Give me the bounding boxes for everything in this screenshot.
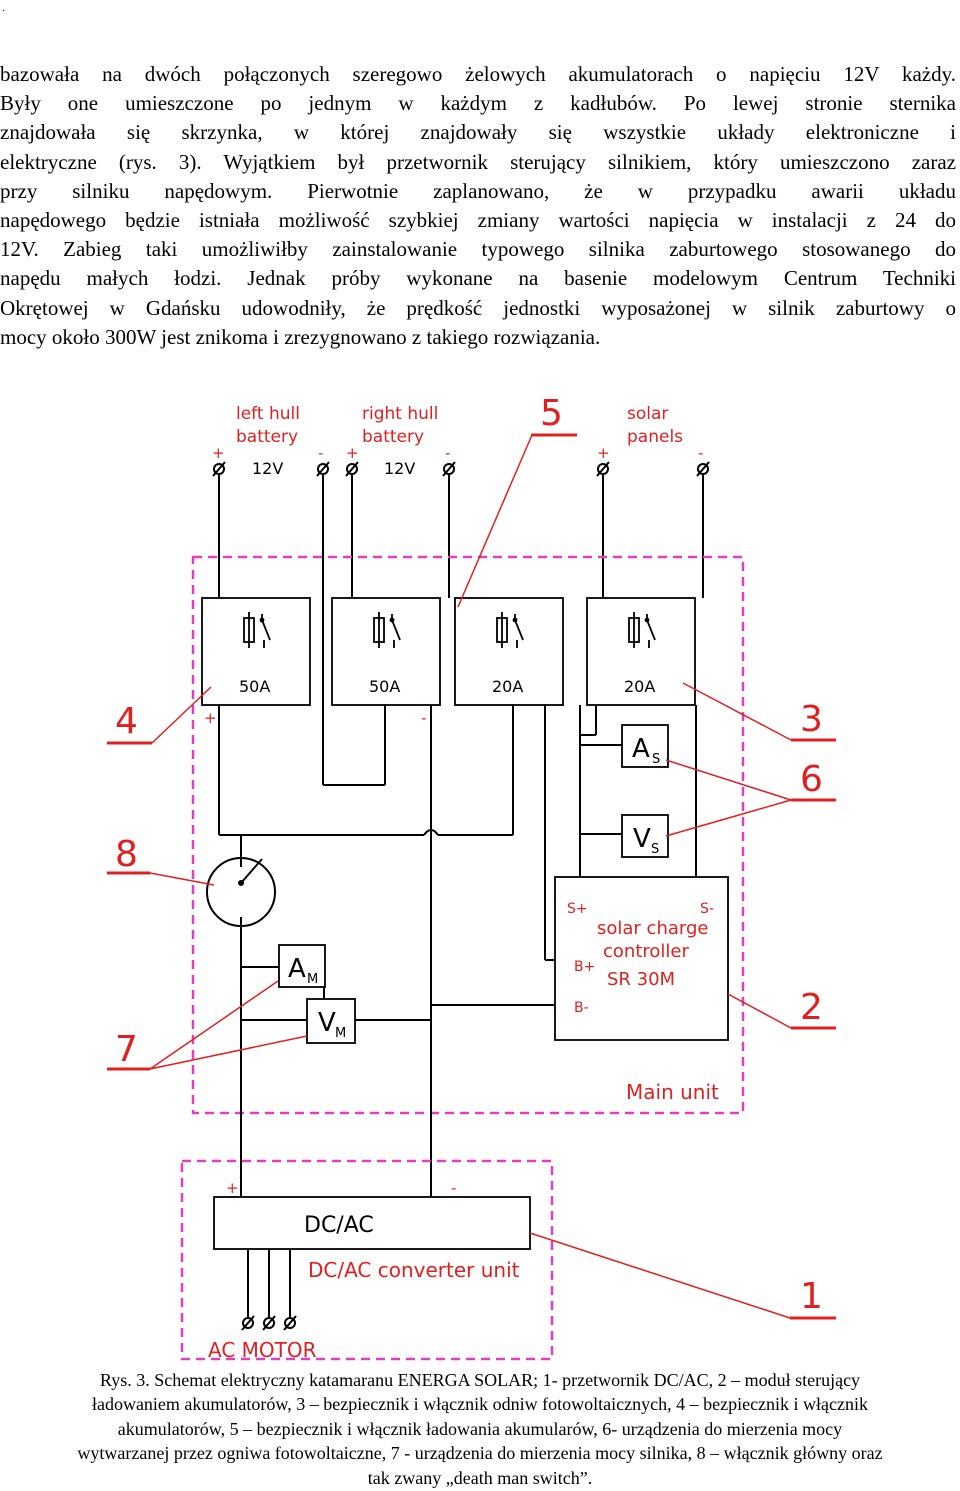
controller-title-line2: controller [603, 941, 689, 962]
page-marker: . [2, 0, 5, 14]
ammeter-solar [621, 724, 669, 768]
callout-number: 1 [800, 1276, 823, 1317]
paragraph-line: przy silniku napędowym. Pierwotnie zapla… [0, 178, 956, 203]
fuse-switch-box [201, 597, 311, 706]
caption-line: wytwarzanej przez ogniwa fotowoltaiczne,… [77, 1443, 883, 1464]
terminal-icon [212, 461, 226, 477]
controller-model: SR 30M [607, 969, 675, 990]
body-paragraph: bazowała na dwóch połączonych szeregowo … [0, 60, 956, 352]
left-hull-label-line2: battery [236, 427, 298, 447]
converter-unit-label: DC/AC converter unit [308, 1258, 520, 1282]
converter-minus: - [451, 1179, 456, 1197]
paragraph-line: napędu małych łodzi. Jednak próby wykona… [0, 266, 956, 291]
callout-number: 6 [800, 759, 823, 800]
paragraph-line: Były one umieszczone po jednym w każdym … [0, 91, 956, 116]
fuse-switch-icon [628, 612, 656, 648]
caption-line: akumulatorów, 5 – bezpiecznik i włącznik… [117, 1418, 843, 1439]
internal-wiring [218, 705, 697, 1175]
fuse-rating: 50A [239, 677, 270, 696]
left-battery-minus: - [318, 444, 323, 462]
meter-subscript: S [651, 842, 659, 857]
callout-number: 4 [115, 701, 138, 742]
meter-main-letter: A [632, 734, 650, 764]
fuse-switch-icon [243, 612, 271, 648]
terminal-icon [241, 1315, 255, 1331]
terminal-icon [596, 461, 610, 477]
callout-number: 3 [800, 699, 823, 740]
paragraph-line: bazowała na dwóch połączonych szeregowo … [0, 62, 956, 86]
right-battery-minus: - [445, 444, 450, 462]
controller-b-plus: B+ [574, 959, 595, 975]
right-hull-label-line2: battery [362, 427, 424, 447]
fuse-rating: 20A [492, 677, 523, 696]
fuse-switch-box [586, 597, 696, 706]
solar-plus: + [597, 444, 610, 462]
voltmeter-motor [306, 998, 356, 1044]
caption-line: tak zwany „death man switch”. [367, 1467, 593, 1488]
fuse-rating: 20A [624, 677, 655, 696]
fuse-rating: 50A [369, 677, 400, 696]
main-minus-sign: - [421, 709, 426, 727]
caption-line: Rys. 3. Schemat elektryczny katamaranu E… [99, 1370, 861, 1390]
callout-leaders [149, 434, 792, 1319]
solar-minus: - [698, 444, 703, 462]
converter-plus: + [226, 1179, 239, 1197]
paragraph-line: elektryczne (rys. 3). Wyjątkiem był prze… [0, 149, 956, 174]
main-plus-sign: + [204, 709, 217, 727]
terminal-icon [283, 1315, 297, 1331]
dc-ac-label: DC/AC [304, 1213, 374, 1238]
meter-subscript: S [652, 752, 660, 767]
callout-number: 2 [800, 987, 823, 1028]
controller-title-line1: solar charge [597, 918, 708, 939]
fuse-switch-box [454, 597, 564, 706]
controller-s-plus: S+ [567, 901, 588, 917]
paragraph-line: napędowego będzie istniała możliwość szy… [0, 208, 956, 233]
solar-label-line2: panels [627, 427, 683, 447]
controller-b-minus: B- [574, 1000, 589, 1016]
paragraph-line: 12V. Zabieg taki umożliwiłby zainstalowa… [0, 237, 956, 262]
callout-number: 7 [115, 1029, 138, 1070]
solar-charge-controller [554, 876, 729, 1041]
fuse-switch-box [331, 597, 441, 706]
meter-main-letter: A [288, 954, 306, 984]
terminal-icon [262, 1315, 276, 1331]
solar-label-line1: solar [627, 404, 668, 424]
ac-motor-label: AC MOTOR [208, 1338, 317, 1362]
callout-number: 8 [115, 834, 138, 875]
switch-blade-icon [238, 858, 263, 886]
right-hull-label-line1: right hull [362, 404, 438, 424]
dc-ac-converter [213, 1196, 531, 1250]
meter-main-letter: V [633, 824, 651, 854]
meter-subscript: M [307, 972, 318, 987]
terminal-icon [316, 461, 330, 477]
figure-caption: Rys. 3. Schemat elektryczny katamaranu E… [0, 1368, 960, 1490]
supply-wires [218, 474, 704, 785]
meter-main-letter: V [318, 1008, 336, 1038]
controller-s-minus: S- [700, 901, 714, 917]
callout-number: 5 [540, 393, 563, 434]
paragraph-line: Okrętowej w Gdańsku udowodniły, że prędk… [0, 295, 956, 320]
terminal-icon [345, 461, 359, 477]
electrical-schematic: left hull battery right hull battery sol… [107, 393, 836, 1362]
left-hull-label-line1: left hull [236, 404, 300, 424]
main-unit-label: Main unit [626, 1080, 719, 1104]
fuse-switch-icon [373, 612, 401, 648]
paragraph-line: mocy około 300W jest znikoma i zrezygnow… [0, 324, 601, 349]
terminal-icon [696, 461, 710, 477]
converter-unit-box [180, 1159, 554, 1361]
paragraph-line: znajdowała się skrzynka, w której znajdo… [0, 120, 956, 145]
callout-underlines [107, 433, 836, 1320]
right-battery-voltage: 12V [384, 459, 415, 478]
left-battery-voltage: 12V [252, 459, 283, 478]
left-battery-plus: + [212, 444, 225, 462]
caption-line: ładowaniem akumulatorów, 3 – bezpiecznik… [91, 1394, 869, 1415]
right-battery-plus: + [346, 444, 359, 462]
motor-wiring [240, 1175, 432, 1318]
meter-subscript: M [335, 1026, 346, 1041]
main-switch-icon [206, 857, 276, 927]
fuse-switch-icon [496, 612, 524, 648]
main-unit-box [191, 555, 745, 1115]
terminal-icon [442, 461, 456, 477]
ammeter-motor [278, 944, 326, 988]
